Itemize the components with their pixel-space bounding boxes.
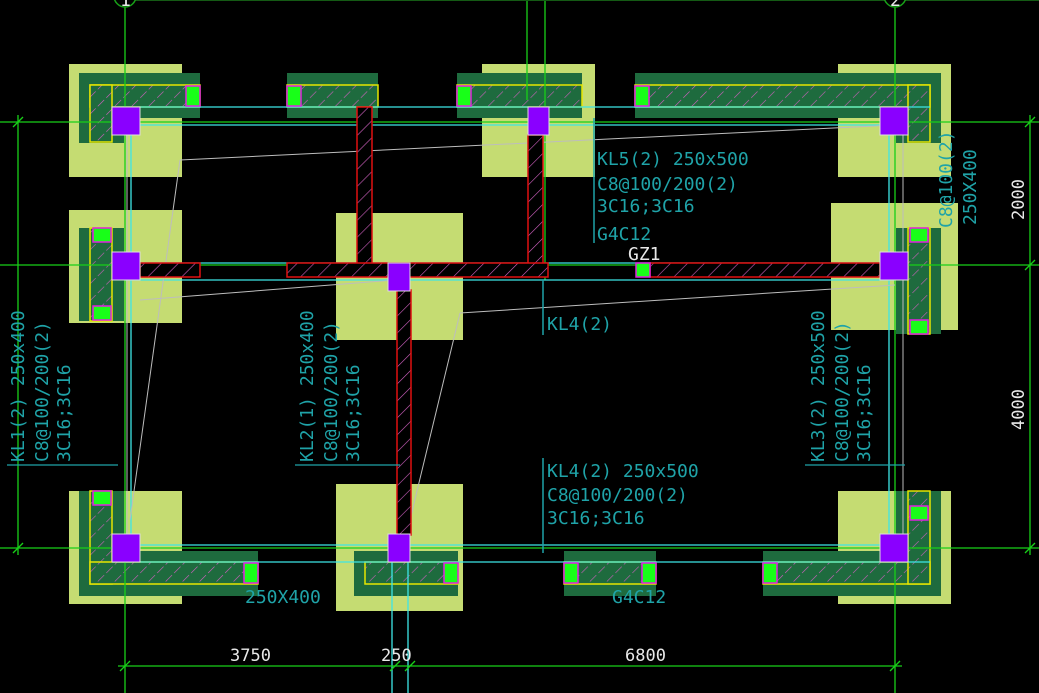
svg-text:C8@100/200(2): C8@100/200(2) (597, 174, 738, 195)
svg-text:KL5(2) 250x500: KL5(2) 250x500 (597, 149, 749, 170)
dim-2000: 2000 (1009, 179, 1029, 220)
left-dimension (12, 115, 24, 555)
svg-text:1: 1 (120, 0, 131, 11)
svg-text:KL1(2) 250x400: KL1(2) 250x400 (8, 310, 29, 462)
dim-4000: 4000 (1009, 389, 1029, 430)
beam-kl4 (139, 262, 201, 278)
svg-text:KL2(1) 250x400: KL2(1) 250x400 (297, 310, 318, 462)
svg-text:C8@100/200(2): C8@100/200(2) (32, 321, 53, 462)
svg-text:3C16;3C16: 3C16;3C16 (54, 364, 75, 462)
svg-text:C8@100(2): C8@100(2) (936, 130, 957, 228)
column (879, 533, 909, 563)
svg-text:2: 2 (890, 0, 901, 11)
label-g4c12: G4C12 (612, 587, 666, 608)
annotation-kl4-short: KL4(2) (542, 280, 612, 335)
column (111, 251, 141, 281)
dim-250: 250 (381, 646, 412, 666)
dim-6800: 6800 (625, 646, 666, 666)
column (387, 533, 411, 563)
svg-text:3C16;3C16: 3C16;3C16 (854, 364, 875, 462)
bottom-dimension: 3750 250 6800 (118, 646, 902, 672)
annotation-kl2: KL2(1) 250x400 C8@100/200(2) 3C16;3C16 (295, 310, 400, 466)
svg-text:3C16;3C16: 3C16;3C16 (343, 364, 364, 462)
column (879, 251, 909, 281)
beam-kl5 (527, 134, 544, 266)
svg-text:G4C12: G4C12 (597, 224, 651, 245)
beam-kl5 (356, 106, 373, 266)
label-250x400: 250X400 (245, 587, 321, 608)
annotation-right-column: C8@100(2) 250X400 (936, 130, 981, 228)
annotation-kl3: KL3(2) 250x500 C8@100/200(2) 3C16;3C16 (805, 310, 905, 466)
column (111, 106, 141, 136)
annotation-kl5: KL5(2) 250x500 C8@100/200(2) 3C16;3C16 G… (593, 118, 749, 245)
wall-beams (89, 84, 931, 585)
beam-kl4 (286, 262, 549, 278)
columns (111, 106, 909, 563)
svg-text:KL4(2): KL4(2) (547, 314, 612, 335)
svg-text:C8@100/200(2): C8@100/200(2) (832, 321, 853, 462)
column (111, 533, 141, 563)
annotation-kl1: KL1(2) 250x400 C8@100/200(2) 3C16;3C16 (7, 310, 118, 466)
right-dimension: 2000 4000 (1009, 115, 1036, 555)
column (527, 106, 550, 136)
annotation-kl4: KL4(2) 250x500 C8@100/200(2) 3C16;3C16 (542, 458, 699, 553)
dim-3750: 3750 (230, 646, 271, 666)
svg-text:KL4(2) 250x500: KL4(2) 250x500 (547, 461, 699, 482)
svg-text:KL3(2) 250x500: KL3(2) 250x500 (808, 310, 829, 462)
svg-text:C8@100/200(2): C8@100/200(2) (321, 321, 342, 462)
svg-text:C8@100/200(2): C8@100/200(2) (547, 485, 688, 506)
svg-text:3C16;3C16: 3C16;3C16 (597, 196, 695, 217)
label-gz1: GZ1 (628, 244, 661, 265)
axis-bubble-2: 2 (883, 0, 907, 11)
svg-text:3C16;3C16: 3C16;3C16 (547, 508, 645, 529)
beam-kl2 (396, 289, 412, 536)
beam-kl4 (649, 262, 881, 278)
column (387, 262, 411, 292)
concrete-beams (139, 106, 881, 536)
constructional-columns (92, 85, 929, 584)
column (879, 106, 909, 136)
svg-text:250X400: 250X400 (960, 149, 981, 225)
axis-bubble-1: 1 (113, 0, 137, 11)
